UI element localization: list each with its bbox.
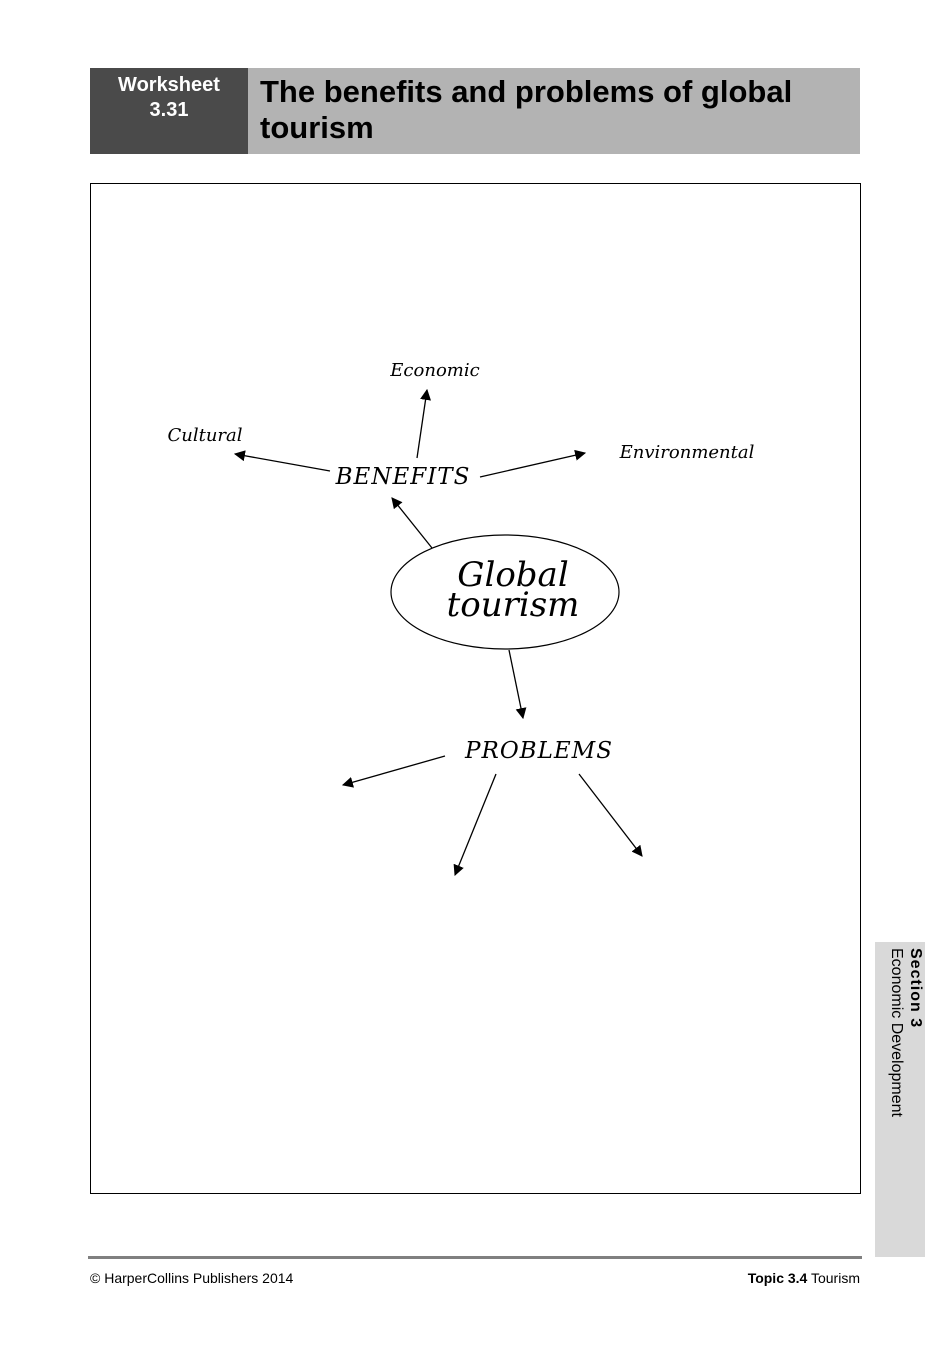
center-label-line2: tourism xyxy=(447,585,580,625)
section-tab: Section 3 Economic Development xyxy=(875,942,925,1257)
arrow-problem-3 xyxy=(578,773,643,857)
page-title: The benefits and problems of global tour… xyxy=(248,68,860,154)
arrow-to-benefits xyxy=(391,497,433,549)
worksheet-number-box: Worksheet 3.31 xyxy=(90,68,248,154)
arrow-to-economic xyxy=(416,388,432,459)
footer-copyright: © HarperCollins Publishers 2014 xyxy=(90,1270,294,1286)
diagram-frame xyxy=(90,183,861,1194)
worksheet-label: Worksheet xyxy=(118,74,220,96)
footer-topic: Topic 3.4 Tourism xyxy=(748,1270,860,1286)
arrow-problem-1 xyxy=(341,755,446,788)
center-label-line1: Global xyxy=(457,555,568,595)
worksheet-number: 3.31 xyxy=(149,99,189,121)
arrow-to-problems xyxy=(508,649,527,720)
branch-cultural: Cultural xyxy=(167,425,242,446)
section-title: Section 3 xyxy=(907,948,924,1029)
branch-economic: Economic xyxy=(389,360,479,381)
section-tab-text: Section 3 Economic Development xyxy=(887,948,925,1248)
footer-topic-name: Tourism xyxy=(810,1270,860,1286)
branch-environmental: Environmental xyxy=(619,442,755,463)
benefits-label: BENEFITS xyxy=(335,464,471,490)
worksheet-header: Worksheet 3.31 The benefits and problems… xyxy=(90,68,860,154)
arrow-to-environmental xyxy=(479,449,587,478)
problems-label: PROBLEMS xyxy=(464,738,613,764)
arrow-to-cultural xyxy=(233,450,331,472)
footer-divider xyxy=(88,1256,862,1259)
section-subtitle: Economic Development xyxy=(888,948,905,1117)
center-ellipse xyxy=(390,534,620,650)
arrow-problem-2 xyxy=(453,773,497,877)
footer-topic-label: Topic 3.4 xyxy=(747,1270,808,1286)
